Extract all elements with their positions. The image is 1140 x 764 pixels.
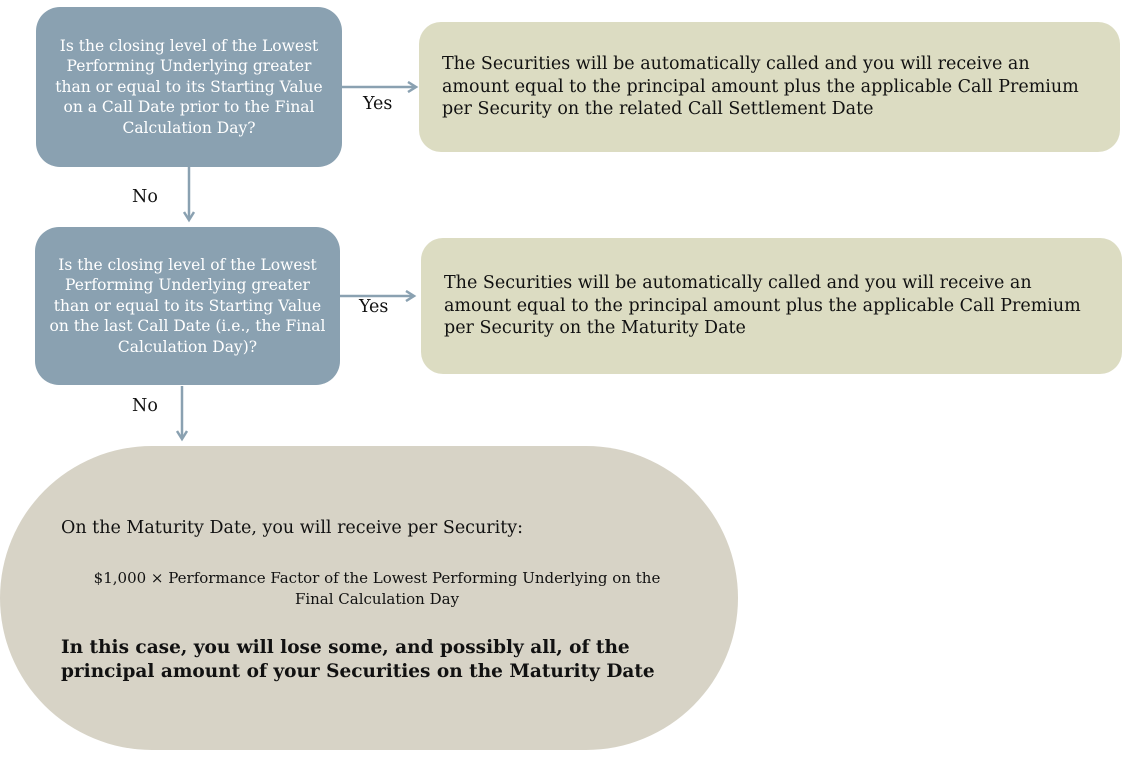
decision-2-no-label: No [132,396,158,416]
decision-2-yes-label: Yes [359,297,389,317]
final-outcome-intro: On the Maturity Date, you will receive p… [61,518,524,538]
decision-1-no-label: No [132,187,158,207]
decision-2-yes-outcome-box: The Securities will be automatically cal… [421,238,1122,374]
decision-1-question: Is the closing level of the Lowest Perfo… [55,36,323,137]
decision-1-yes-label: Yes [363,94,393,114]
final-outcome-box: On the Maturity Date, you will receive p… [0,446,738,750]
final-outcome-warning: In this case, you will lose some, and po… [61,637,655,682]
decision-1-yes-outcome-box: The Securities will be automatically cal… [419,22,1120,152]
final-outcome-formula: $1,000 × Performance Factor of the Lowes… [93,569,661,608]
decision-2-box: Is the closing level of the Lowest Perfo… [35,227,340,385]
decision-2-yes-outcome: The Securities will be automatically cal… [444,273,1081,339]
decision-1-box: Is the closing level of the Lowest Perfo… [36,7,342,167]
decision-2-question: Is the closing level of the Lowest Perfo… [49,255,326,356]
decision-1-yes-outcome: The Securities will be automatically cal… [442,54,1079,120]
